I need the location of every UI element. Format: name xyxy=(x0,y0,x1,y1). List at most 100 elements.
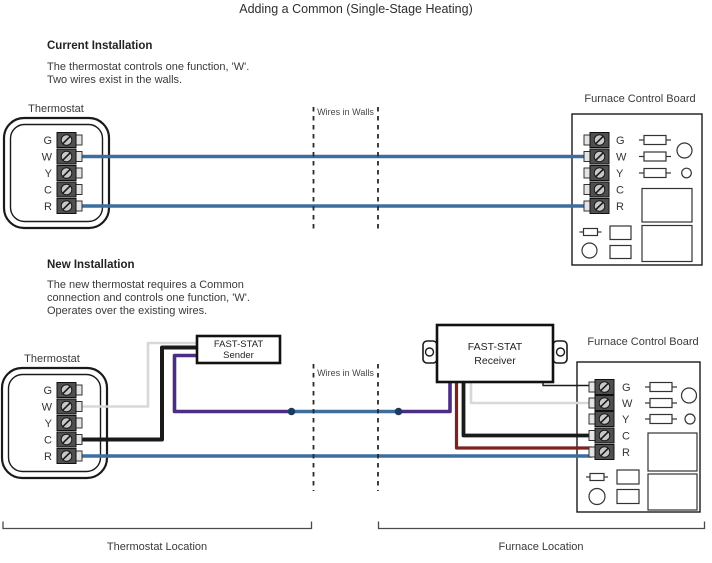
terminal-label: C xyxy=(44,185,52,197)
terminal-label: G xyxy=(43,135,52,147)
screw-terminal xyxy=(588,394,615,412)
wires-in-walls-bottom-label: Wires in Walls xyxy=(317,368,374,378)
current-installation-line2: Two wires exist in the walls. xyxy=(47,74,182,86)
terminal-label: G xyxy=(622,382,631,394)
screw-terminal xyxy=(56,131,83,149)
terminal-label: C xyxy=(44,435,52,447)
receiver-label-line2: Receiver xyxy=(474,355,516,367)
terminal-label: C xyxy=(616,185,624,197)
terminal-label: W xyxy=(622,398,633,410)
relay-icon xyxy=(641,187,693,223)
terminal-block-furnace-top: G W Y C R xyxy=(583,131,627,215)
terminal-label: G xyxy=(43,385,52,397)
wire-receiver-to-w xyxy=(469,381,596,405)
relay-icon xyxy=(647,473,698,511)
capacitor-icon xyxy=(581,242,598,259)
thermostat-bottom-label: Thermostat xyxy=(24,353,80,365)
wire-sender-signal xyxy=(172,353,291,414)
screw-terminal xyxy=(583,197,610,215)
sender-label-line2: Sender xyxy=(223,350,254,361)
screw-hole-icon xyxy=(555,347,566,357)
screw-terminal xyxy=(56,164,83,182)
furnace-board-top-label: Furnace Control Board xyxy=(584,93,695,105)
terminal-label: Y xyxy=(45,168,53,180)
wire-junction-dot xyxy=(287,407,296,416)
screw-terminal xyxy=(588,427,615,444)
wire-receiver-to-c xyxy=(461,381,592,438)
terminal-block-furnace-bottom: G W Y C R xyxy=(588,378,633,461)
capacitor-icon xyxy=(681,167,692,179)
terminal-label: G xyxy=(616,135,625,147)
component-icon xyxy=(609,225,632,241)
location-brackets xyxy=(2,521,706,530)
wire-c-to-sender xyxy=(82,345,198,442)
thermostat-location-label: Thermostat Location xyxy=(107,541,207,553)
terminal-label: Y xyxy=(45,418,53,430)
resistor-icon xyxy=(644,413,678,425)
screw-terminal xyxy=(583,164,610,182)
fast-stat-sender: FAST-STAT Sender xyxy=(195,334,282,365)
wire-receiver-signal xyxy=(399,381,452,414)
screw-terminal xyxy=(56,398,83,415)
furnace-location-label: Furnace Location xyxy=(499,541,584,553)
terminal-label: W xyxy=(42,402,53,414)
wires-bottom xyxy=(82,341,596,458)
screw-hole-icon xyxy=(424,347,435,357)
terminal-label: R xyxy=(622,447,630,459)
thermostat-location-bracket xyxy=(2,521,313,530)
screw-terminal xyxy=(56,447,83,465)
thermostat-top-label: Thermostat xyxy=(28,103,84,115)
screw-terminal xyxy=(56,148,83,165)
screw-terminal xyxy=(588,410,615,428)
terminal-label: W xyxy=(42,152,53,164)
current-installation-line1: The thermostat controls one function, 'W… xyxy=(47,61,249,73)
capacitor-icon xyxy=(680,387,698,404)
page-title: Adding a Common (Single-Stage Heating) xyxy=(239,2,472,16)
resistor-icon xyxy=(644,397,678,409)
new-installation-line2: connection and controls one function, 'W… xyxy=(47,292,250,304)
screw-terminal xyxy=(588,443,615,461)
terminal-block-thermostat-top: G W Y C R xyxy=(42,131,83,215)
wires-top xyxy=(82,154,584,208)
screw-terminal xyxy=(56,181,83,198)
thermostat-bottom-housing xyxy=(0,366,109,480)
resistor-icon xyxy=(638,167,672,179)
screw-terminal xyxy=(56,431,83,448)
wire-w-to-sender xyxy=(82,341,198,408)
fast-stat-receiver: FAST-STAT Receiver xyxy=(422,323,568,384)
receiver-label-line1: FAST-STAT xyxy=(468,341,523,353)
screw-terminal xyxy=(588,378,615,396)
screw-terminal xyxy=(56,197,83,215)
component-icon xyxy=(609,244,632,260)
resistor-icon xyxy=(638,151,672,162)
new-installation-line1: The new thermostat requires a Common xyxy=(47,279,244,291)
terminal-label: R xyxy=(44,451,52,463)
sender-label-line1: FAST-STAT xyxy=(214,339,263,350)
terminal-label: C xyxy=(622,431,630,443)
wall-dashed-lines-bottom xyxy=(312,364,379,491)
component-icon xyxy=(616,469,640,485)
screw-terminal xyxy=(56,414,83,432)
terminal-label: R xyxy=(616,201,624,213)
terminal-label: Y xyxy=(616,168,624,180)
relay-icon xyxy=(647,432,698,472)
wires-in-walls-top-label: Wires in Walls xyxy=(317,107,374,117)
resistor-icon xyxy=(644,381,678,393)
screw-terminal xyxy=(583,181,610,198)
component-icon xyxy=(616,488,640,505)
terminal-label: R xyxy=(44,201,52,213)
relay-icon xyxy=(641,224,693,263)
capacitor-icon xyxy=(684,413,696,425)
screw-terminal xyxy=(56,381,83,399)
wire-junction-dot xyxy=(394,407,403,416)
furnace-board-bottom-label: Furnace Control Board xyxy=(587,336,698,348)
new-installation-heading: New Installation xyxy=(47,259,135,271)
new-installation-line3: Operates over the existing wires. xyxy=(47,305,207,317)
capacitor-icon xyxy=(588,487,606,506)
terminal-label: W xyxy=(616,152,627,164)
terminal-block-thermostat-bottom: G W Y C R xyxy=(42,381,83,465)
screw-terminal xyxy=(583,131,610,149)
terminal-label: Y xyxy=(622,414,630,426)
